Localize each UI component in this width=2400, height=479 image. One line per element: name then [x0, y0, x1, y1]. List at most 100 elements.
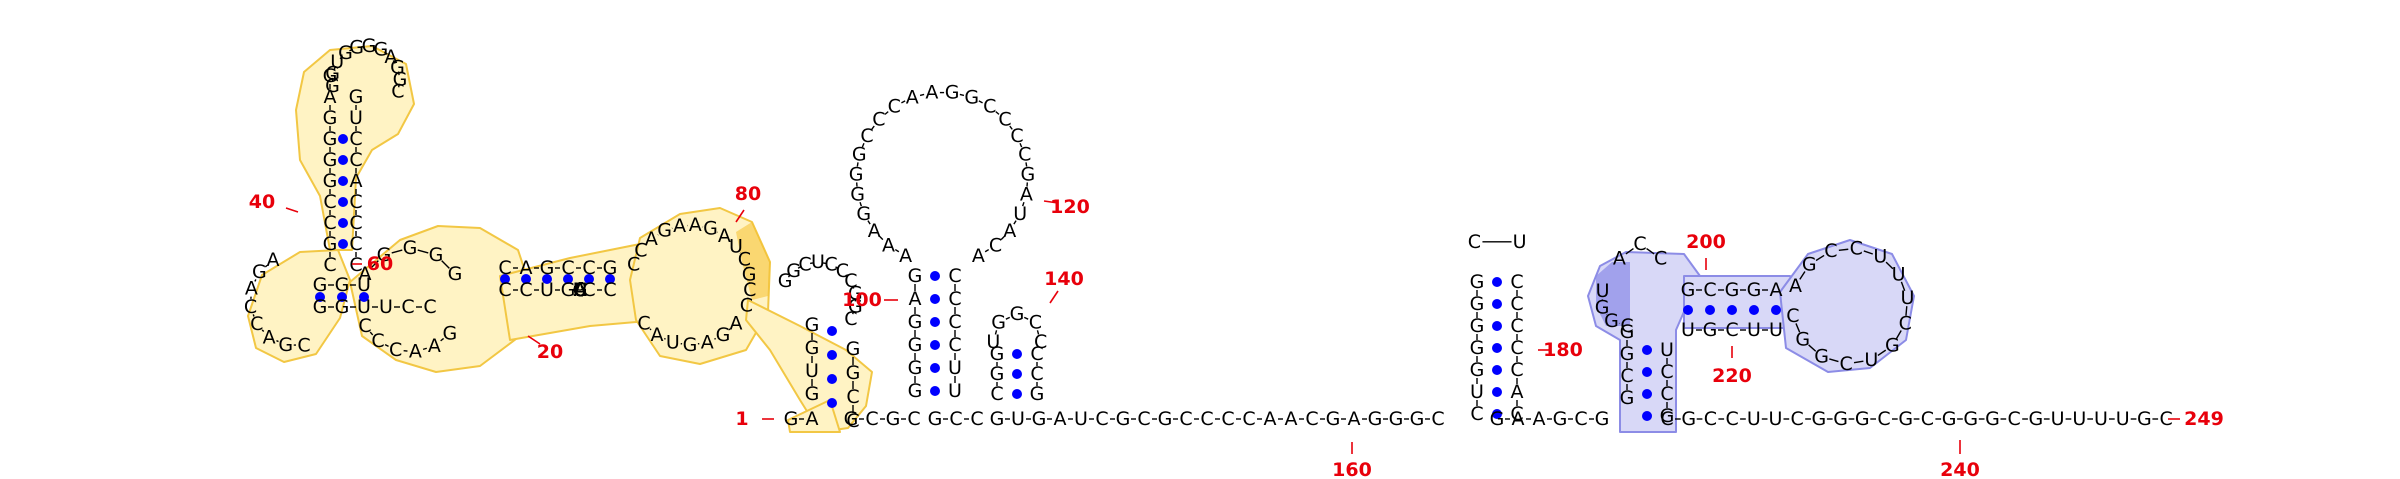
nucleotide: G — [1802, 254, 1817, 276]
nucleotide: G — [1620, 321, 1635, 343]
nucleotide: G — [561, 279, 576, 301]
nucleotide: C — [250, 313, 263, 335]
backbone-link — [728, 328, 731, 331]
backbone-link — [254, 279, 257, 282]
nucleotide: C — [846, 410, 859, 432]
nucleotide: G — [573, 279, 588, 301]
nucleotide: G — [1116, 408, 1131, 430]
base-pair-dot — [1492, 409, 1502, 419]
nucleotide: C — [323, 191, 336, 213]
nucleotide: A — [806, 408, 819, 430]
backbone-link — [859, 201, 863, 207]
nucleotide: C — [1791, 408, 1804, 430]
backbone-link — [276, 340, 279, 343]
nucleotide: G — [573, 279, 588, 301]
nucleotide: C — [573, 279, 586, 301]
nucleotide: A — [574, 279, 587, 301]
nucleotide: C — [1620, 365, 1633, 387]
backbone-link — [373, 46, 377, 49]
backbone-link — [1005, 316, 1011, 320]
backbone-link — [835, 266, 839, 269]
nucleotide: C — [573, 279, 586, 301]
nucleotide: G — [1703, 319, 1718, 341]
highlight-region-blue-dark — [1596, 262, 1630, 326]
nucleotide: G — [573, 279, 588, 301]
nucleotide: C — [1510, 337, 1523, 359]
nucleotide: U — [573, 279, 587, 301]
nucleotide: G — [1553, 408, 1568, 430]
nucleotide: C — [391, 81, 404, 103]
nucleotide: G — [393, 68, 408, 90]
nucleotide: G — [573, 279, 588, 301]
nucleotide: C — [989, 234, 1002, 256]
backbone-link — [440, 337, 445, 342]
nucleotide: C — [1029, 312, 1042, 334]
nucleotide: G — [573, 279, 588, 301]
nucleotide: G — [573, 279, 588, 301]
nucleotide: C — [573, 279, 586, 301]
highlight-region-yellow — [787, 399, 841, 433]
nucleotide: C — [1850, 237, 1863, 259]
backbone-link — [861, 142, 865, 148]
nucleotide: G — [1942, 408, 1957, 430]
nucleotide: G — [1795, 329, 1810, 351]
nucleotide: C — [1633, 233, 1646, 255]
base-pair-dot — [1012, 389, 1022, 399]
position-number: 80 — [735, 183, 761, 205]
nucleotide: C — [582, 279, 595, 301]
nucleotide: G — [850, 184, 865, 206]
base-pair-dot — [605, 274, 615, 284]
nucleotide: G — [573, 279, 588, 301]
base-pair-dot — [338, 176, 348, 186]
nucleotide: A — [574, 279, 587, 301]
backbone-link — [884, 111, 889, 115]
nucleotide: C — [1010, 125, 1023, 147]
nucleotide: C — [603, 279, 616, 301]
nucleotide: A — [1348, 408, 1361, 430]
nucleotide: G — [784, 408, 799, 430]
nucleotide: G — [1470, 359, 1485, 381]
nucleotide: C — [1703, 279, 1716, 301]
nucleotide: A — [324, 86, 337, 108]
base-pair-dot — [930, 363, 940, 373]
nucleotide: A — [574, 279, 587, 301]
backbone-link — [1000, 236, 1005, 241]
base-pair-dot — [1705, 305, 1715, 315]
nucleotide: G — [573, 279, 588, 301]
nucleotide: C — [1431, 408, 1444, 430]
nucleotide: C — [519, 279, 532, 301]
nucleotide: G — [1963, 408, 1978, 430]
nucleotide: G — [778, 270, 793, 292]
backbone-link — [867, 220, 871, 225]
backbone-link — [1808, 344, 1817, 352]
nucleotide: C — [907, 408, 920, 430]
nucleotide: C — [244, 296, 257, 318]
backbone-link — [1900, 281, 1906, 291]
base-pair-dot — [359, 292, 369, 302]
nucleotide: A — [574, 279, 587, 301]
position-number: 140 — [1044, 268, 1084, 290]
nucleotide: A — [729, 313, 742, 335]
nucleotide: U — [573, 279, 587, 301]
nucleotide: A — [925, 82, 938, 104]
backbone-link — [663, 337, 666, 340]
backbone-link — [1895, 330, 1902, 340]
nucleotide: C — [948, 288, 961, 310]
nucleotide: A — [1789, 275, 1802, 297]
nucleotide: U — [948, 380, 962, 402]
backbone-link — [261, 329, 265, 332]
nucleotide: G — [849, 163, 864, 185]
nucleotide: A — [1533, 408, 1546, 430]
base-pair-dot — [338, 239, 348, 249]
backbone-link — [339, 55, 344, 60]
nucleotide: C — [738, 249, 751, 271]
nucleotide: U — [573, 279, 587, 301]
nucleotide: G — [908, 311, 923, 333]
nucleotide: U — [573, 279, 587, 301]
base-pair-dot — [827, 374, 837, 384]
nucleotide: C — [948, 311, 961, 333]
nucleotide: U — [1892, 263, 1906, 285]
nucleotide: A — [701, 331, 714, 353]
nucleotide: A — [574, 279, 587, 301]
